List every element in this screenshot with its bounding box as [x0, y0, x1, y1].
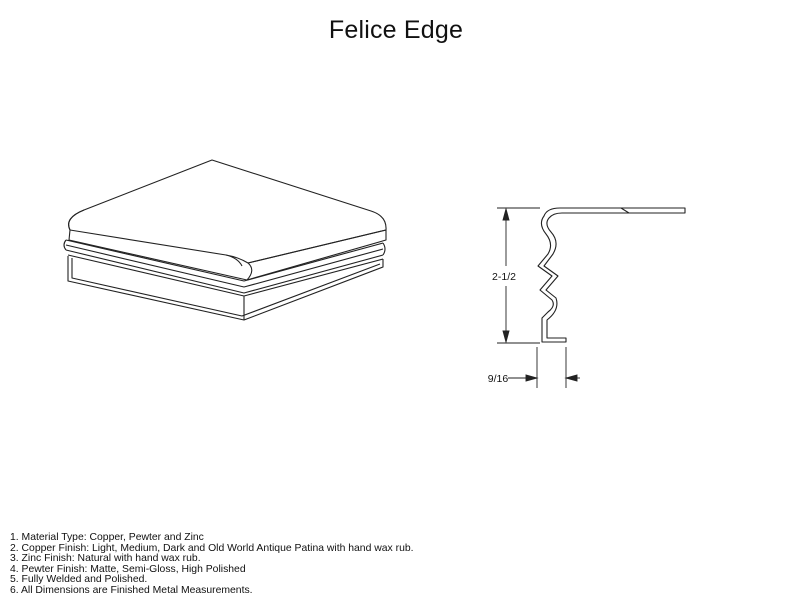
- arrow-down: [502, 330, 510, 344]
- height-dimension-label: 2-1/2: [492, 271, 516, 283]
- drawing-title: Felice Edge: [328, 16, 464, 44]
- isometric-bullnose-right: [246, 229, 387, 281]
- arrow-up: [502, 207, 510, 221]
- width-dimension-label: 9/16: [488, 373, 509, 385]
- note-item: 1. Material Type: Copper, Pewter and Zin…: [10, 532, 204, 543]
- isometric-top-face: [68, 159, 387, 264]
- note-item: 6. All Dimensions are Finished Metal Mea…: [10, 584, 253, 596]
- isometric-view: [63, 159, 387, 321]
- note-item: 5. Fully Welded and Polished.: [10, 574, 148, 586]
- profile-section: [537, 207, 686, 343]
- note-item: 3. Zinc Finish: Natural with hand wax ru…: [10, 553, 201, 565]
- isometric-bullnose-left: [68, 209, 248, 281]
- isometric-bead-lines: [65, 239, 384, 321]
- arrow-left: [564, 374, 578, 382]
- arrow-right: [525, 374, 539, 382]
- specification-notes: 1. Material Type: Copper, Pewter and Zin…: [10, 532, 414, 597]
- note-item: 4. Pewter Finish: Matte, Semi-Gloss, Hig…: [10, 563, 246, 575]
- profile-outline: [537, 207, 686, 343]
- note-item: 2. Copper Finish: Light, Medium, Dark an…: [10, 542, 414, 554]
- dimension-lines: [497, 207, 580, 388]
